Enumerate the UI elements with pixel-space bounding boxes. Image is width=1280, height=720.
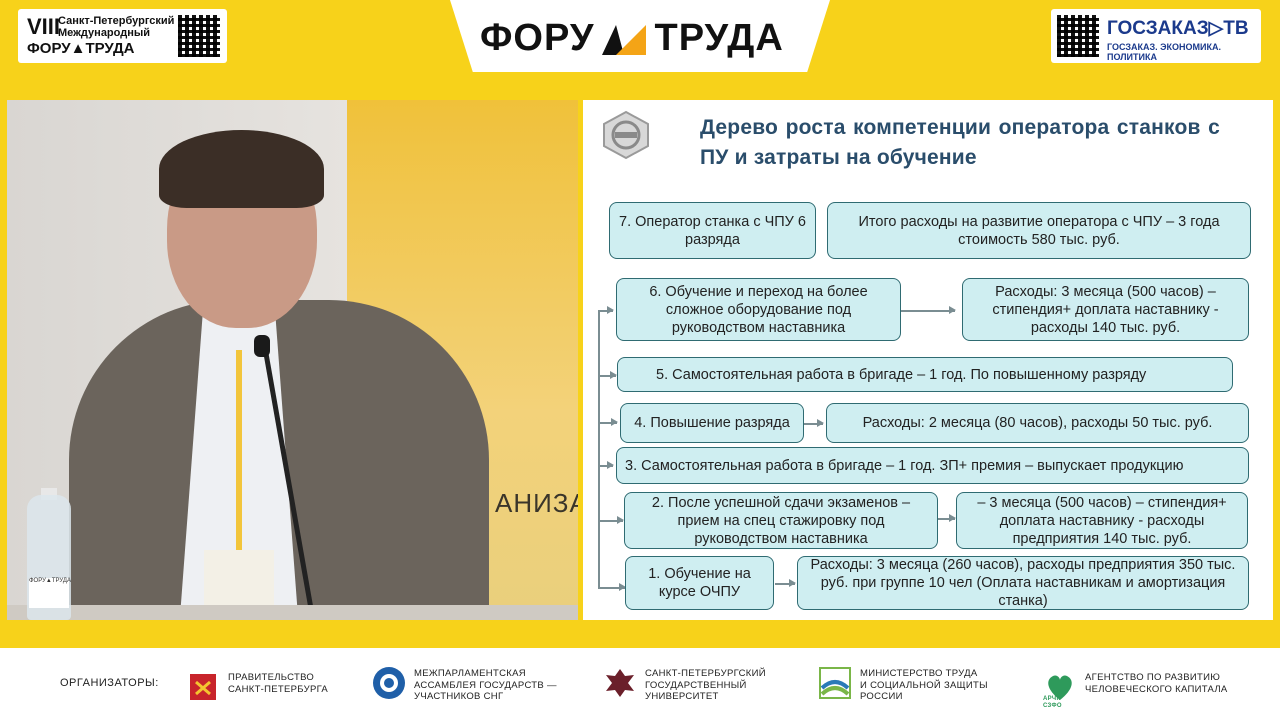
connector-arrow — [598, 584, 626, 590]
qr-code-icon — [1057, 15, 1099, 57]
organizer-name: АГЕНТСТВО ПО РАЗВИТИЮ ЧЕЛОВЕЧЕСКОГО КАПИ… — [1085, 672, 1228, 695]
step-1-box: 1. Обучение на курсе ОЧПУ — [625, 556, 774, 610]
backdrop-text: АНИЗАТ — [495, 488, 578, 518]
organizer-archk: АГЕНТСТВО ПО РАЗВИТИЮ ЧЕЛОВЕЧЕСКОГО КАПИ… — [1043, 672, 1228, 709]
connector-arrow — [775, 580, 796, 586]
microphone-icon — [254, 335, 270, 357]
step-7-box: 7. Оператор станка с ЧПУ 6 разряда — [609, 202, 816, 259]
organizer-name: МИНИСТЕРСТВО ТРУДА И СОЦИАЛЬНОЙ ЗАЩИТЫ Р… — [860, 668, 988, 702]
forum-badge-left: VIII Санкт-Петербургский Международный Ф… — [18, 9, 227, 63]
step-5-box: 5. Самостоятельная работа в бригаде – 1 … — [617, 357, 1233, 392]
goszakaz-tv-badge: ГОСЗАКАЗ▷ТВ ГОСЗАКАЗ. ЭКОНОМИКА. ПОЛИТИК… — [1051, 9, 1261, 63]
step-4-cost-box: Расходы: 2 месяца (80 часов), расходы 50… — [826, 403, 1249, 443]
organizer-cis-assembly: МЕЖПАРЛАМЕНТСКАЯ АССАМБЛЕЯ ГОСУДАРСТВ — … — [373, 667, 557, 703]
spbu-eagle-icon — [606, 669, 634, 697]
archk-icon-text: АРЧК СЗФО — [1043, 696, 1062, 709]
lectern — [7, 605, 578, 620]
bottle-label: ФОРУ▲ТРУДА — [29, 578, 71, 608]
tree-trunk-line — [598, 310, 600, 588]
slide-title: Дерево роста компетенции оператора станк… — [700, 116, 1220, 169]
organizer-spbu: САНКТ-ПЕТЕРБУРГСКИЙ ГОСУДАРСТВЕННЫЙ УНИВ… — [606, 668, 766, 703]
forum-edition-number: VIII — [27, 14, 61, 39]
connector-arrow — [937, 515, 956, 521]
spb-coat-of-arms-icon — [190, 674, 216, 700]
organizer-mintrud: МИНИСТЕРСТВО ТРУДА И СОЦИАЛЬНОЙ ЗАЩИТЫ Р… — [819, 667, 988, 703]
organizer-name: ПРАВИТЕЛЬСТВО САНКТ-ПЕТЕРБУРГА — [228, 672, 329, 695]
forum-city-label: Санкт-Петербургский — [58, 15, 175, 27]
cis-assembly-icon — [373, 667, 405, 699]
organizers-footer: ОРГАНИЗАТОРЫ: ПРАВИТЕЛЬСТВО САНКТ-ПЕТЕРБ… — [0, 648, 1280, 720]
connector-arrow — [598, 419, 618, 425]
step-3-box: 3. Самостоятельная работа в бригаде – 1 … — [616, 447, 1249, 484]
step-2-cost-box: – 3 месяца (500 часов) – стипендия+ допл… — [956, 492, 1248, 549]
organizer-name: САНКТ-ПЕТЕРБУРГСКИЙ ГОСУДАРСТВЕННЫЙ УНИВ… — [645, 668, 766, 702]
step-6-cost-box: Расходы: 3 месяца (500 часов) – стипенди… — [962, 278, 1249, 341]
gear-logo-icon — [603, 110, 649, 160]
presentation-slide: Дерево роста компетенции оператора станк… — [583, 100, 1273, 620]
forum-name-label: ФОРУ▲ТРУДА — [27, 40, 135, 57]
mintrud-icon — [819, 667, 851, 699]
connector-arrow — [598, 462, 614, 468]
logo-word-left: ФОРУ — [480, 16, 595, 59]
forum-truda-logo: ФОРУ ТРУДА — [480, 16, 810, 59]
step-7-cost-box: Итого расходы на развитие оператора с ЧП… — [827, 202, 1251, 259]
connector-arrow — [803, 420, 824, 426]
forum-international-label: Международный — [58, 27, 151, 39]
step-6-box: 6. Обучение и переход на более сложное о… — [616, 278, 901, 341]
forum-triangle-icon — [602, 21, 647, 55]
step-1-cost-box: Расходы: 3 месяца (260 часов), расходы п… — [797, 556, 1249, 610]
organizers-label: ОРГАНИЗАТОРЫ: — [60, 677, 159, 689]
top-banner: VIII Санкт-Петербургский Международный Ф… — [0, 0, 1280, 72]
speaker-video: АНИЗАТ ФОРУ▲ТРУДА — [7, 100, 578, 620]
organizer-spb-government: ПРАВИТЕЛЬСТВО САНКТ-ПЕТЕРБУРГА — [190, 672, 329, 700]
goszakaz-tv-name: ГОСЗАКАЗ▷ТВ — [1107, 18, 1249, 39]
connector-arrow — [598, 517, 624, 523]
step-4-box: 4. Повышение разряда — [620, 403, 804, 443]
logo-word-right: ТРУДА — [654, 16, 784, 59]
speaker-lanyard — [236, 350, 242, 550]
archk-icon — [1048, 675, 1072, 700]
connector-arrow — [901, 307, 956, 313]
speaker-hair — [159, 130, 324, 208]
connector-arrow — [598, 307, 614, 313]
organizer-name: МЕЖПАРЛАМЕНТСКАЯ АССАМБЛЕЯ ГОСУДАРСТВ — … — [414, 668, 557, 702]
connector-arrow — [598, 372, 617, 378]
qr-code-icon — [178, 15, 220, 57]
goszakaz-tv-tagline: ГОСЗАКАЗ. ЭКОНОМИКА. ПОЛИТИКА — [1107, 42, 1221, 62]
step-2-box: 2. После успешной сдачи экзаменов – прие… — [624, 492, 938, 549]
